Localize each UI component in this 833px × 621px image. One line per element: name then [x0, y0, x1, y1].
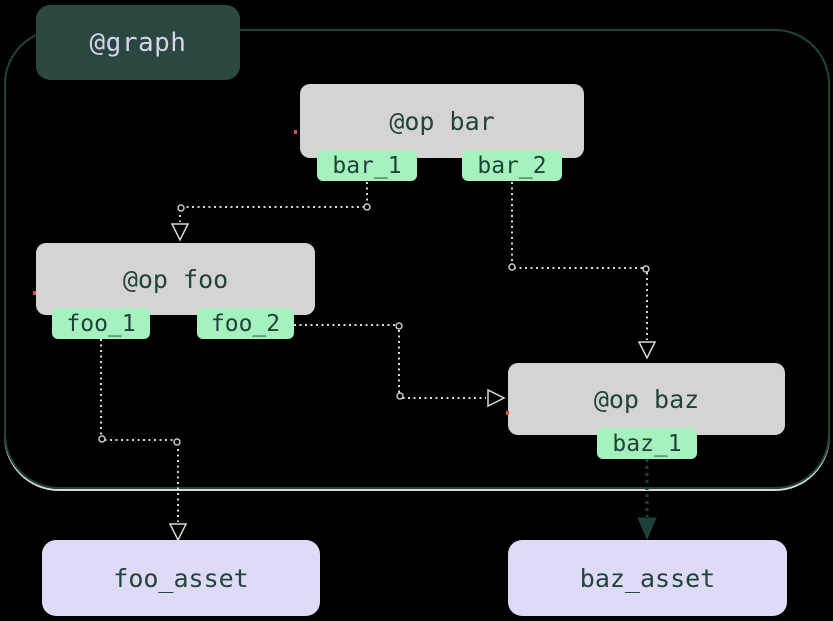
edge-foo_2-to-op-baz	[294, 322, 506, 408]
output-chip-foo_2-label: foo_2	[210, 310, 281, 337]
output-chip-baz_1[interactable]: baz_1	[597, 428, 697, 459]
edge-baz_1-to-baz_asset	[637, 459, 657, 541]
arrowhead-open-down-icon	[637, 341, 657, 360]
op-foo-label: @op foo	[122, 264, 229, 294]
asset-node-foo_asset[interactable]: foo_asset	[42, 540, 320, 616]
arrowhead-filled-down-icon	[637, 517, 657, 541]
arrowhead-open-right-icon	[487, 388, 506, 408]
output-chip-bar_2-label: bar_2	[477, 152, 547, 179]
output-chip-foo_1[interactable]: foo_1	[52, 308, 150, 339]
input-marker-bar-icon	[294, 130, 297, 134]
op-baz-label: @op baz	[593, 384, 700, 414]
edge-bar_1-to-op-foo	[170, 182, 371, 242]
output-chip-bar_1[interactable]: bar_1	[317, 150, 417, 181]
output-chip-bar_2[interactable]: bar_2	[462, 150, 562, 181]
output-chip-baz_1-label: baz_1	[612, 430, 682, 457]
arrowhead-open-down-icon	[168, 523, 188, 542]
arrowhead-open-down-icon	[170, 223, 190, 242]
input-marker-foo-icon	[33, 291, 36, 295]
output-chip-foo_2[interactable]: foo_2	[197, 308, 294, 339]
graph-label[interactable]: @graph	[36, 5, 240, 80]
op-node-bar[interactable]: @op bar	[300, 84, 584, 158]
op-bar-label: @op bar	[389, 106, 495, 136]
op-node-baz[interactable]: @op baz	[508, 363, 785, 435]
input-marker-baz-icon	[506, 411, 509, 415]
edge-bar_2-to-op-baz	[508, 182, 657, 360]
output-chip-foo_1-label: foo_1	[66, 310, 136, 337]
edge-foo_1-to-foo_asset	[98, 339, 188, 542]
asset-baz-label: baz_asset	[579, 563, 716, 593]
asset-node-baz_asset[interactable]: baz_asset	[508, 540, 787, 616]
output-chip-bar_1-label: bar_1	[332, 152, 402, 179]
graph-container-border	[4, 29, 830, 489]
asset-foo-label: foo_asset	[113, 563, 249, 593]
graph-label-text: @graph	[89, 27, 187, 58]
op-node-foo[interactable]: @op foo	[36, 243, 315, 315]
